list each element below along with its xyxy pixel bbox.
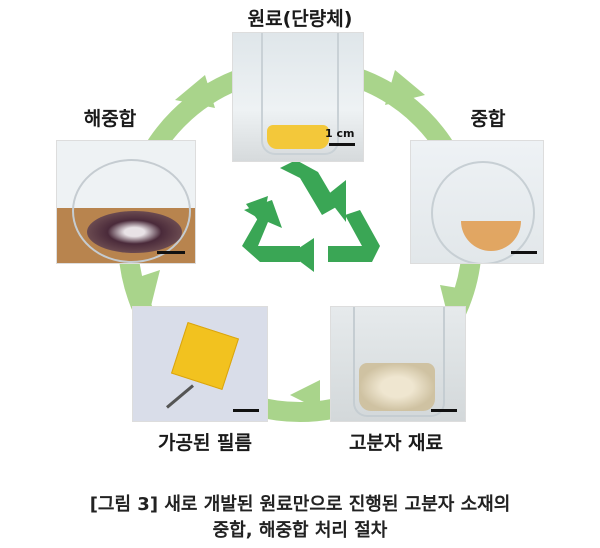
photo-depolymerization [56,140,196,264]
recycle-icon [242,160,380,272]
arrow-head-icon [175,75,215,108]
scale-bar [431,409,457,412]
label-monomer: 원료(단량체) [247,8,353,30]
polymer-granules [359,363,435,411]
scale-bar [157,251,185,254]
label-processed-film: 가공된 필름 [157,432,253,454]
arrow-head-icon [385,70,425,105]
monomer-pellets [267,125,329,149]
label-polymer-material: 고분자 재료 [348,432,444,454]
scale-label: 1 cm [325,127,355,140]
scale-bar [329,143,355,146]
scale-bar [511,251,537,254]
label-depolymerization: 해중합 [83,108,137,130]
arrow-head-icon [290,380,320,410]
scale-bar [233,409,259,412]
caption-line-2: 중합, 해중합 처리 절차 [212,520,388,541]
photo-polymerization [410,140,544,264]
photo-processed-film [132,306,268,422]
photo-polymer-material [330,306,466,422]
arrow-head-icon [130,270,160,310]
label-polymerization: 중합 [470,108,506,130]
film-sample [170,321,240,391]
caption-line-1: [그림 3] 새로 개발된 원료만으로 진행된 고분자 소재의 [89,494,511,515]
photo-monomer: 1 cm [232,32,364,162]
